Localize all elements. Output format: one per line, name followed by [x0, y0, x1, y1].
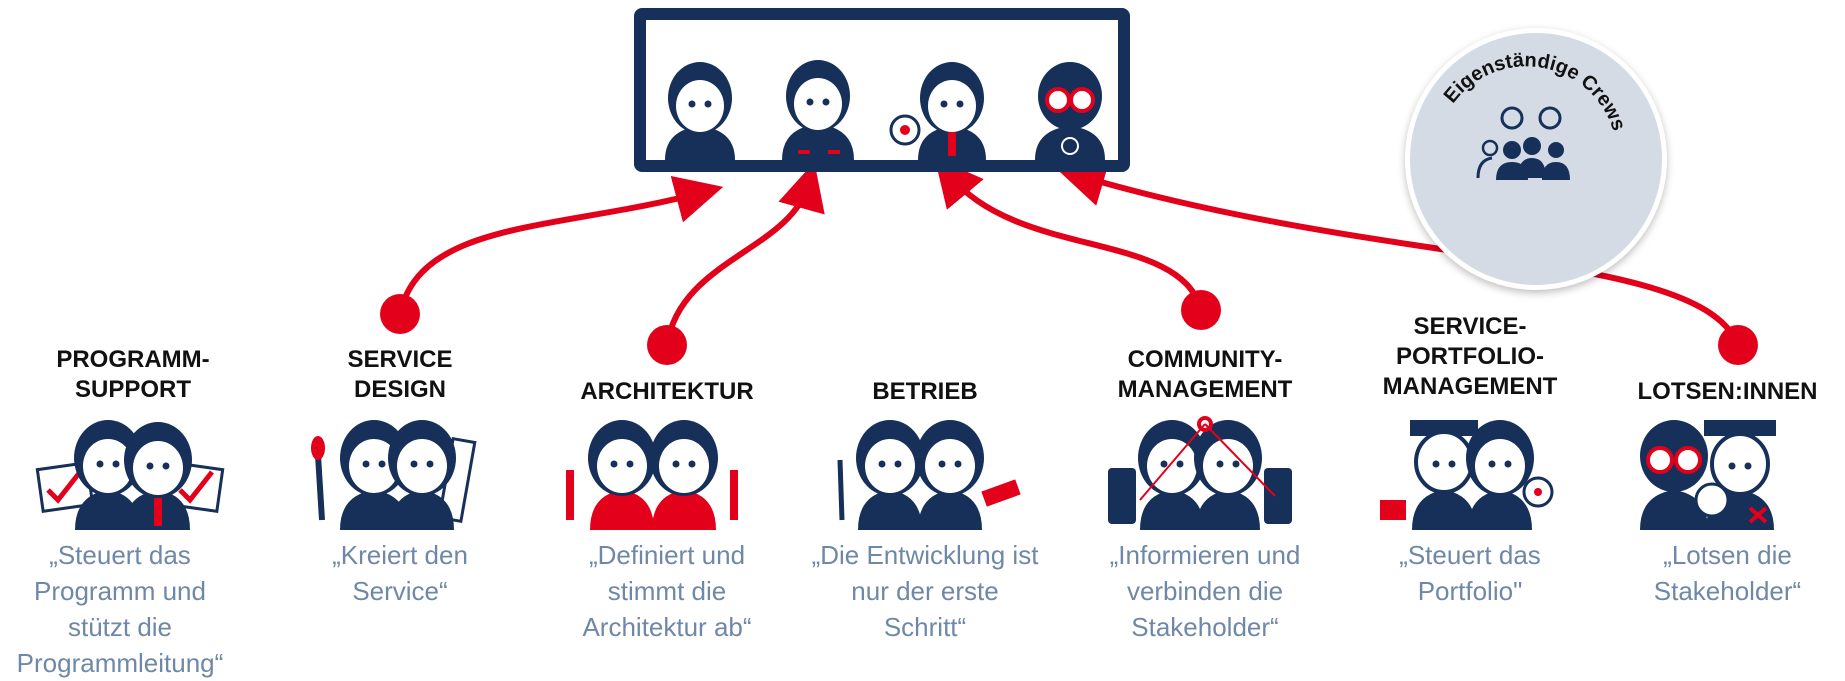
role-quote-programm-support: „Steuert das Programm und stützt die Pro… [16, 540, 224, 678]
dot-architektur [647, 325, 687, 365]
role-quote-service-design: „Kreiert den Service“ [332, 540, 468, 606]
role-title-service-design: SERVICE DESIGN [347, 346, 453, 403]
dot-lotsen [1718, 325, 1758, 365]
arrow-architektur [664, 161, 825, 346]
role-quote-betrieb: „Die Entwicklung ist nur der erste Schri… [811, 540, 1039, 642]
role-quote-community-management: „Informieren und verbinden die Stakehold… [1109, 540, 1301, 642]
role-quote-architektur: „Definiert und stimmt die Architektur ab… [582, 540, 752, 642]
arrow-service-design [397, 175, 724, 315]
role-title-service-portfolio-management: SERVICE- PORTFOLIO- MANAGEMENT [1382, 313, 1558, 400]
arrow-community [934, 157, 1204, 311]
role-quote-lotsen: „Lotsen die Stakeholder“ [1653, 540, 1802, 606]
role-quote-service-portfolio-management: „Steuert das Portfolio" [1399, 540, 1541, 606]
role-title-betrieb: BETRIEB [872, 378, 978, 405]
role-title-architektur: ARCHITEKTUR [580, 378, 754, 405]
dot-community [1181, 290, 1221, 330]
crews-badge [1405, 28, 1667, 290]
role-title-community-management: COMMUNITY- MANAGEMENT [1117, 346, 1293, 403]
dot-service-design [380, 294, 420, 334]
role-title-lotsen: LOTSEN:INNEN [1637, 378, 1818, 405]
role-title-programm-support: PROGRAMM- SUPPORT [56, 346, 210, 403]
